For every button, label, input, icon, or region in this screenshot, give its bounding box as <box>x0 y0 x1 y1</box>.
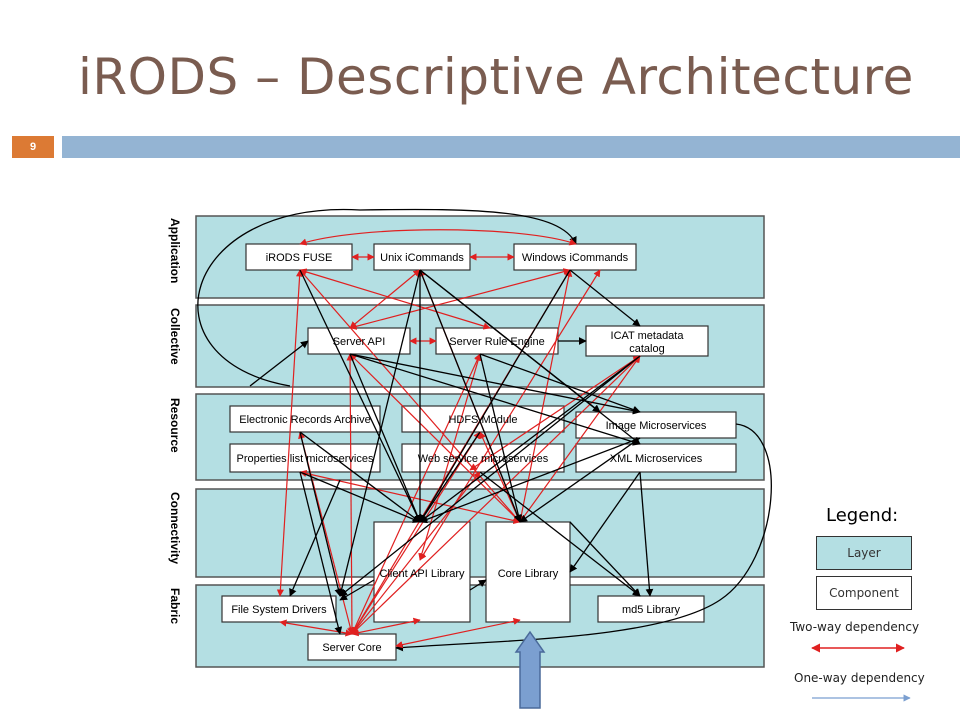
legend-component-box: Component <box>816 576 912 610</box>
label-electronic-records: Electronic Records Archive <box>239 414 370 426</box>
component-server-core <box>307 633 397 661</box>
layer-label-collective: Collective <box>168 308 182 365</box>
component-icat <box>585 325 709 357</box>
component-unix-icommands <box>373 243 471 271</box>
label-server-api: Server API <box>333 336 386 348</box>
legend-two-way-label: Two-way dependency <box>790 620 920 634</box>
layer-label-fabric: Fabric <box>168 588 182 624</box>
label-xml-microservices: XML Microservices <box>610 453 703 465</box>
label-properties-list: Properties list microservices <box>237 453 374 465</box>
label-image-microservices: Image Microservices <box>606 420 707 432</box>
label-irods-fuse: iRODS FUSE <box>266 252 333 264</box>
label-icat-line1: ICAT metadata <box>611 330 685 342</box>
connector-curve-top <box>197 208 577 387</box>
layer-connectivity <box>195 488 765 578</box>
one-way-dependencies <box>249 269 654 635</box>
legend-one-way-label: One-way dependency <box>794 671 925 685</box>
page-number-badge: 9 <box>12 136 54 158</box>
label-md5-library: md5 Library <box>622 604 681 616</box>
layer-label-resource: Resource <box>168 398 182 453</box>
label-server-rule-engine: Server Rule Engine <box>449 336 544 348</box>
legend-title: Legend: <box>826 505 899 526</box>
label-web-service: Web service microservices <box>418 453 549 465</box>
pointer-up-arrow-icon <box>514 630 546 709</box>
slide-title: iRODS – Descriptive Architecture <box>78 48 914 106</box>
layer-label-connectivity: Connectivity <box>168 492 182 564</box>
component-irods-fuse <box>245 243 353 271</box>
label-core-library: Core Library <box>498 568 559 580</box>
header-bar <box>62 136 960 158</box>
legend-layer-box: Layer <box>816 536 912 570</box>
label-file-system-drivers: File System Drivers <box>231 604 327 616</box>
label-hdfs-module: HDFS Module <box>448 414 517 426</box>
label-unix-icommands: Unix iCommands <box>380 252 464 264</box>
label-windows-icommands: Windows iCommands <box>522 252 629 264</box>
layer-label-application: Application <box>168 218 182 283</box>
label-icat-line2: catalog <box>629 343 664 355</box>
label-server-core: Server Core <box>322 642 381 654</box>
label-client-api: Client API Library <box>380 568 465 580</box>
